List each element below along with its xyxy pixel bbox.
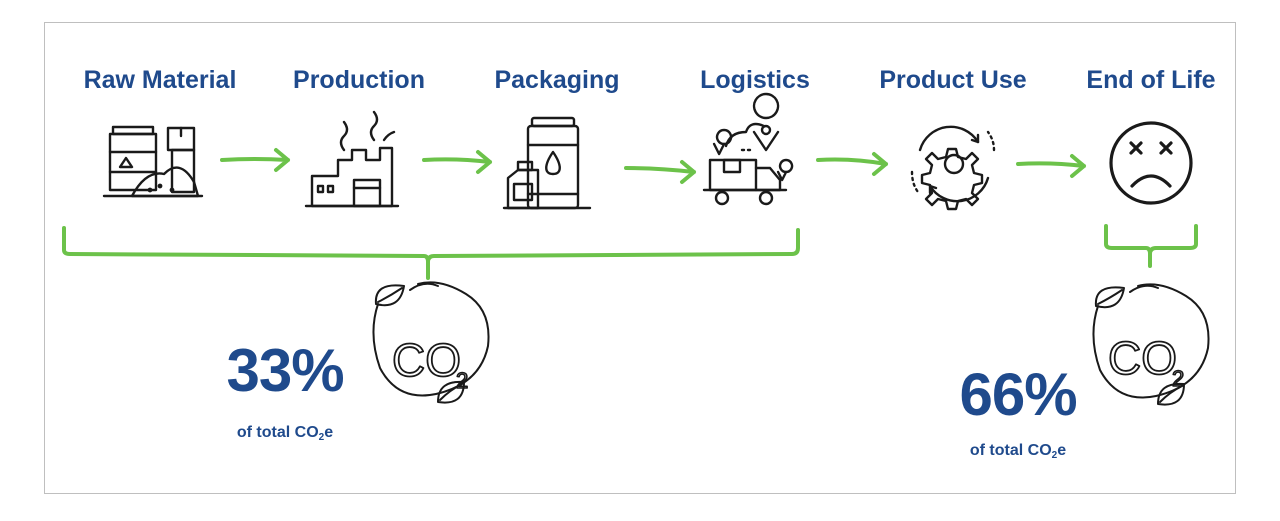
caption-upstream: of total CO2e	[237, 424, 333, 443]
packaging-icon	[502, 116, 592, 210]
product-use-gear-icon	[910, 125, 996, 211]
caption-end-of-life-sub: 2	[1051, 450, 1058, 461]
raw-material-icon	[102, 125, 204, 198]
co2-leaf-icon-left: CO 2	[372, 281, 490, 404]
caption-end-of-life: of total CO2e	[970, 442, 1066, 461]
arrow-packaging-to-logistics	[624, 160, 696, 184]
co2-text-left: CO	[392, 334, 461, 386]
co2-sub-right: 2	[1172, 366, 1184, 391]
brace-end-of-life	[1104, 224, 1198, 268]
caption-end-of-life-suffix: e	[1057, 442, 1067, 459]
co2-sub-left: 2	[456, 368, 468, 393]
caption-upstream-suffix: e	[324, 424, 334, 441]
brace-first-four-stages	[62, 226, 800, 280]
stage-label-production: Production	[293, 66, 425, 94]
co2-leaf-icon-right: CO 2	[1092, 283, 1210, 406]
diagram-frame	[44, 22, 1236, 494]
stage-label-logistics: Logistics	[700, 66, 810, 94]
stage-label-packaging: Packaging	[494, 66, 620, 94]
stage-label-product-use: Product Use	[879, 66, 1027, 94]
caption-end-of-life-prefix: of total CO	[969, 442, 1052, 459]
caption-upstream-sub: 2	[318, 432, 325, 443]
stage-label-end-of-life: End of Life	[1086, 66, 1216, 94]
caption-upstream-prefix: of total CO	[236, 424, 319, 441]
percentage-upstream: 33%	[226, 337, 344, 404]
factory-icon	[304, 110, 400, 208]
arrow-production-to-packaging	[422, 150, 492, 174]
arrow-product-use-to-end-of-life	[1016, 154, 1086, 178]
co2-text-right: CO	[1108, 332, 1177, 384]
arrow-logistics-to-product-use	[816, 152, 888, 176]
sad-face-icon	[1109, 121, 1193, 205]
stage-label-raw-material: Raw Material	[83, 66, 237, 94]
arrow-raw-to-production	[220, 148, 290, 172]
logistics-icon	[702, 92, 794, 206]
percentage-end-of-life: 66%	[959, 361, 1077, 428]
